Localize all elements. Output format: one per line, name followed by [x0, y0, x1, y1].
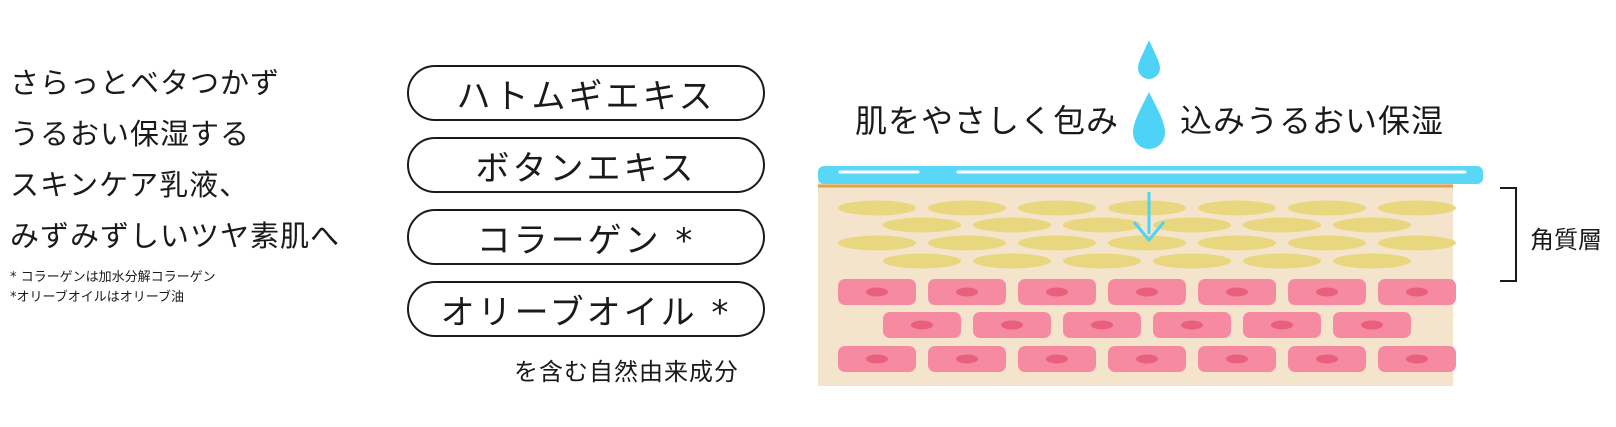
lipid-ellipse — [838, 235, 916, 251]
cell-nucleus — [1226, 354, 1248, 364]
lipid-layer — [838, 200, 1456, 269]
cell-nucleus — [1046, 287, 1068, 297]
cell-nucleus — [956, 287, 978, 297]
cell-nucleus — [866, 287, 888, 297]
lipid-ellipse — [1198, 235, 1276, 251]
footnote-olive: *オリーブオイルはオリーブ油 — [10, 290, 184, 305]
intro-line: うるおい保湿する — [10, 117, 251, 151]
lipid-ellipse — [883, 217, 961, 233]
cell-nucleus — [1046, 354, 1068, 364]
ingredient-pill-olive-oil: オリーブオイル * — [407, 281, 765, 337]
lipid-ellipse — [1333, 217, 1411, 233]
cell-nucleus — [866, 354, 888, 364]
cell-nucleus — [1226, 287, 1248, 297]
lipid-ellipse — [973, 253, 1051, 269]
intro-line: みずみずしいツヤ素肌へ — [10, 219, 341, 253]
lipid-ellipse — [1333, 253, 1411, 269]
lipid-ellipse — [1243, 217, 1321, 233]
cell-nucleus — [1181, 320, 1203, 330]
lipid-ellipse — [1018, 200, 1096, 216]
lipid-ellipse — [1063, 217, 1141, 233]
cell-nucleus — [1271, 320, 1293, 330]
lipid-ellipse — [928, 235, 1006, 251]
lipid-ellipse — [1108, 235, 1186, 251]
cell-nucleus — [1316, 287, 1338, 297]
cell-nucleus — [911, 320, 933, 330]
intro-copy: さらっとベタつかず うるおい保湿する スキンケア乳液、 みずみずしいツヤ素肌へ — [10, 58, 340, 262]
intro-line: さらっとベタつかず — [10, 66, 281, 100]
cell-nucleus — [1406, 354, 1428, 364]
lipid-ellipse — [1198, 200, 1276, 216]
slogan-left: 肌をやさしく包み — [855, 102, 1120, 140]
cell-nucleus — [1316, 354, 1338, 364]
lipid-ellipse — [1243, 253, 1321, 269]
lipid-ellipse — [1288, 235, 1366, 251]
footnotes: * コラーゲンは加水分解コラーゲン *オリーブオイルはオリーブ油 — [10, 268, 216, 308]
lipid-ellipse — [1378, 200, 1456, 216]
cell-nucleus — [1361, 320, 1383, 330]
ingredient-pill-botan: ボタンエキス — [407, 137, 765, 193]
small-droplet-icon — [1138, 40, 1160, 79]
stratum-corneum-label: 角質層 — [1530, 226, 1602, 254]
ingredient-pill-hatomugi: ハトムギエキス — [407, 65, 765, 121]
cell-nucleus — [1001, 320, 1023, 330]
ingredient-pill-collagen: コラーゲン * — [407, 209, 765, 265]
lipid-ellipse — [973, 217, 1051, 233]
ingredients-caption: を含む自然由来成分 — [514, 358, 739, 386]
moisture-film — [818, 166, 1483, 184]
lipid-ellipse — [1063, 253, 1141, 269]
penetration-arrow-icon — [1132, 192, 1166, 242]
lipid-ellipse — [1153, 253, 1231, 269]
lipid-ellipse — [1288, 200, 1366, 216]
layer-bracket — [1500, 187, 1517, 282]
footnote-collagen: * コラーゲンは加水分解コラーゲン — [10, 270, 216, 285]
intro-line: スキンケア乳液、 — [10, 168, 250, 202]
lipid-ellipse — [1108, 200, 1186, 216]
lipid-ellipse — [1018, 235, 1096, 251]
cell-nucleus — [956, 354, 978, 364]
lipid-ellipse — [838, 200, 916, 216]
lipid-ellipse — [883, 253, 961, 269]
cell-nucleus — [1136, 287, 1158, 297]
cell-nucleus — [1136, 354, 1158, 364]
cell-layer — [838, 279, 1456, 372]
cell-nucleus — [1406, 287, 1428, 297]
lipid-ellipse — [928, 200, 1006, 216]
cell-nucleus — [1091, 320, 1113, 330]
lipid-ellipse — [1378, 235, 1456, 251]
large-droplet-icon — [1133, 92, 1165, 149]
slogan-right: 込みうるおい保湿 — [1180, 102, 1445, 140]
lipid-ellipse — [1153, 217, 1231, 233]
